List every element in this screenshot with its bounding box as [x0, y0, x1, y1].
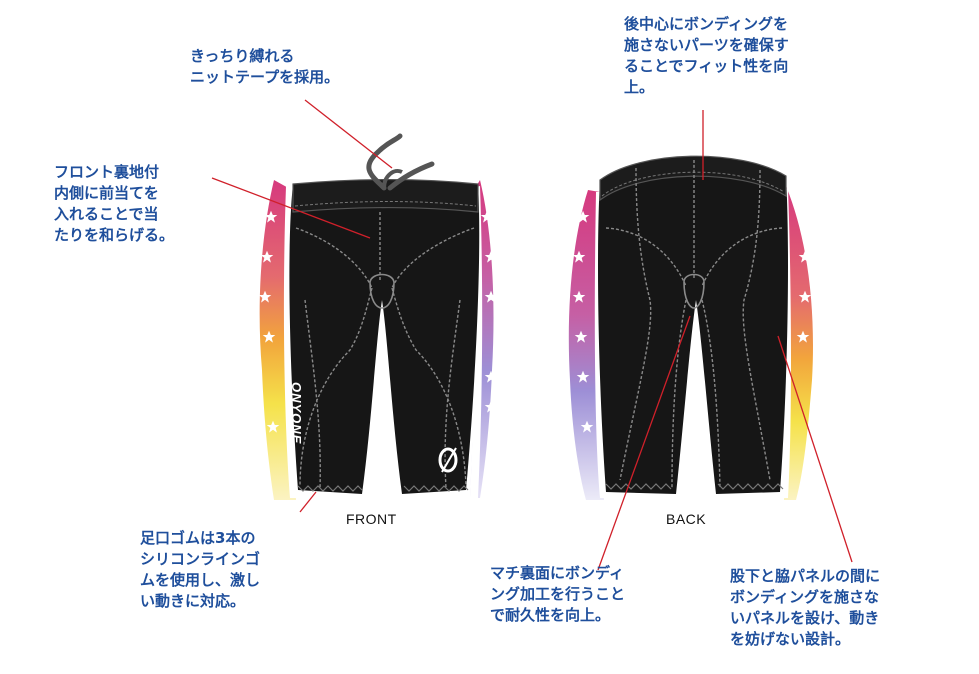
annotation-line: たりを和らげる。: [54, 226, 175, 244]
annotation-line: マチ裏面にボンディ: [490, 564, 624, 582]
leader-front-lining: [211, 177, 371, 239]
leader-leg-gripper: [299, 491, 317, 513]
annotation-line: 施さないパーツを確保す: [624, 36, 789, 54]
annotation-line: 入れることで当: [54, 205, 159, 223]
svg-text:ONYONE: ONYONE: [289, 382, 304, 444]
annotation-line: 足口ゴムは3本の: [140, 529, 256, 547]
back-gusset: [683, 273, 705, 309]
annotation-line: ムを使用し、激し: [140, 571, 261, 589]
leader-side-panel: [777, 335, 853, 563]
annotation-line: きっちり縛れる: [190, 47, 295, 65]
annotation-line: ニットテープを採用。: [190, 68, 340, 86]
annotation-line: い動きに対応。: [140, 592, 246, 610]
annotation-line: 後中心にボンディングを: [624, 15, 788, 33]
annotation-line: フロント裏地付: [54, 163, 160, 181]
annotation-side-panel: 股下と脇パネルの間に ボンディングを施さな いパネルを設け、動き を妨げない設計…: [730, 566, 880, 650]
annotation-knit-tape: きっちり縛れる ニットテープを採用。: [190, 46, 339, 88]
annotation-line: シリコンラインゴ: [140, 550, 261, 568]
annotation-line: ボンディングを施さな: [730, 588, 879, 606]
annotation-line: ることでフィット性を向: [624, 57, 789, 75]
front-main-body: [289, 179, 480, 494]
annotation-front-lining: フロント裏地付 内側に前当てを 入れることで当 たりを和らげる。: [54, 162, 174, 246]
annotation-line: で耐久性を向上。: [490, 606, 611, 624]
back-main-body: [598, 156, 788, 495]
front-gusset: [369, 273, 395, 309]
leader-knit-tape: [304, 99, 393, 169]
annotation-line: 股下と脇パネルの間に: [730, 567, 881, 585]
annotation-line: 上。: [624, 78, 655, 96]
annotation-line: を妨げない設計。: [730, 630, 851, 648]
annotation-line: ング加工を行うこと: [490, 585, 626, 603]
annotation-line: 内側に前当てを: [54, 184, 159, 202]
o-mark-logo: [438, 447, 458, 473]
annotation-line: いパネルを設け、動き: [730, 609, 880, 627]
front-view-shorts: ONYONE: [258, 133, 498, 500]
back-view-shorts: [568, 155, 813, 500]
onyone-wordmark: ONYONE: [289, 382, 304, 444]
annotation-gusset: マチ裏面にボンディ ング加工を行うこと で耐久性を向上。: [490, 563, 625, 626]
leader-gusset: [597, 315, 691, 571]
front-drawcord: [366, 133, 403, 191]
annotation-leg-gripper: 足口ゴムは3本の シリコンラインゴ ムを使用し、激し い動きに対応。: [140, 528, 260, 612]
annotation-back-center: 後中心にボンディングを 施さないパーツを確保す ることでフィット性を向 上。: [624, 14, 789, 98]
leader-lines: [211, 99, 853, 571]
back-view-label: BACK: [666, 511, 707, 527]
front-waistband: [292, 178, 479, 213]
front-view-label: FRONT: [346, 511, 397, 527]
